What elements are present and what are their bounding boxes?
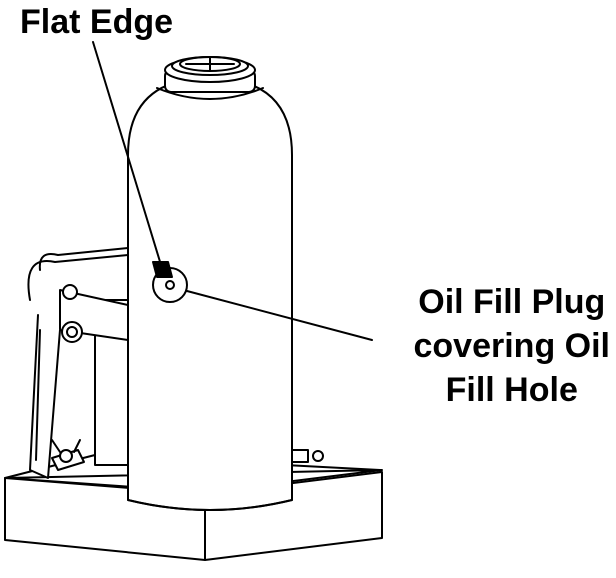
oil-plug-leader <box>186 290 373 341</box>
oil-fill-plug <box>152 261 188 303</box>
flat-edge-label: Flat Edge <box>20 3 174 41</box>
flat-edge-marker <box>152 261 173 278</box>
side-bolt <box>291 449 324 463</box>
cylinder-body <box>127 77 293 511</box>
ram-head <box>156 56 264 100</box>
oil-fill-plug-label-line1: Oil Fill Plug <box>418 283 606 321</box>
flat-edge-leader <box>92 41 162 266</box>
oil-fill-plug-label: Oil Fill Plug covering Oil Fill Hole <box>414 280 611 412</box>
pump-handle <box>27 247 129 479</box>
oil-fill-plug-label-line2: covering Oil <box>413 327 611 365</box>
oil-fill-plug-label-line3: Fill Hole <box>445 371 578 409</box>
release-valve <box>51 439 85 471</box>
